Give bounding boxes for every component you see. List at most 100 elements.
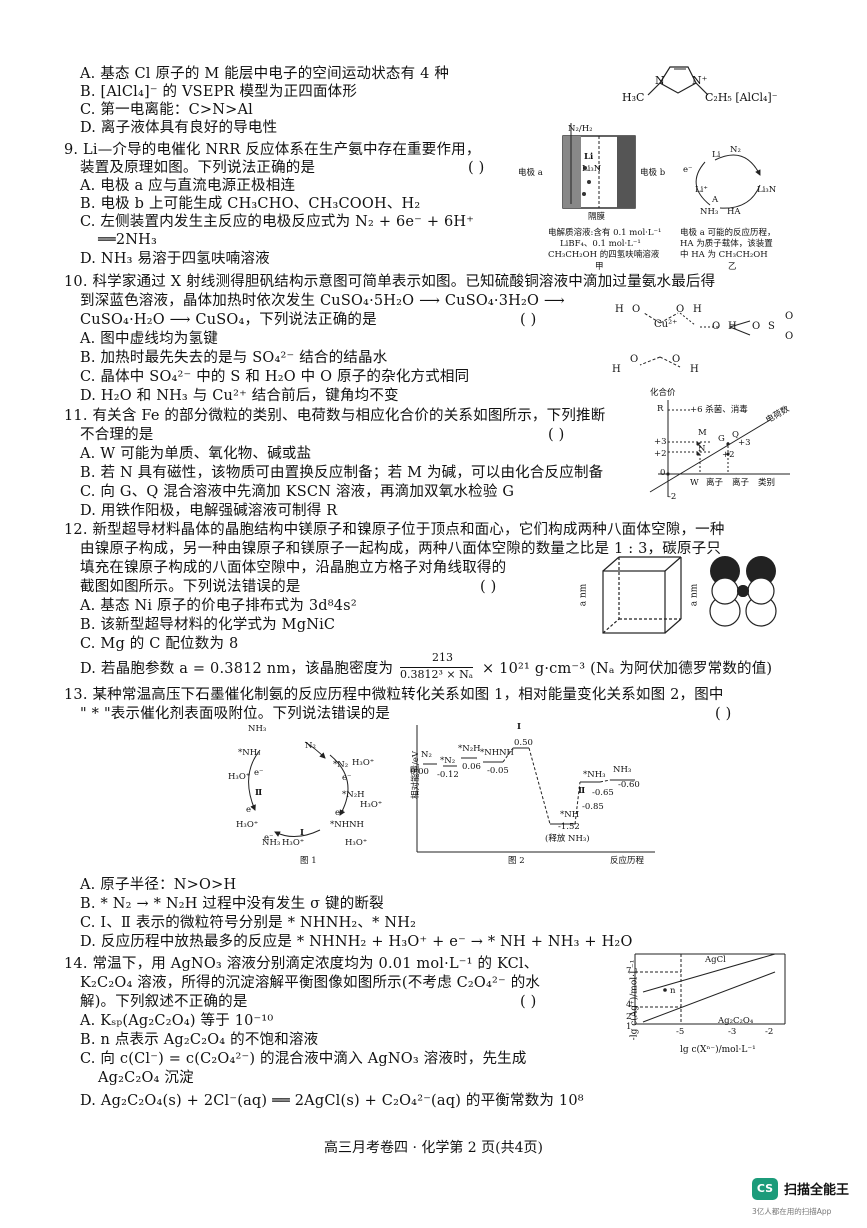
- q9-cycle-liplus: Li⁺: [695, 185, 708, 195]
- q9-cycle-e: e⁻: [683, 165, 693, 175]
- q9-cycle-n2: N₂: [730, 145, 741, 155]
- q11-valence-chart: [649, 400, 790, 497]
- q12-fig-a-cube: a nm: [578, 583, 589, 607]
- q9-cycle-a: A: [712, 195, 719, 205]
- q9-answer-paren: ( ): [468, 160, 485, 176]
- q13-f1-e-4: e⁻: [335, 808, 345, 818]
- q13-f2-v8: -0.65: [592, 788, 614, 798]
- q8-option-d: D. 离子液体具有良好的导电性: [80, 120, 278, 136]
- q13-f2-n2: N₂: [421, 750, 432, 760]
- q14-option-c-2: Ag₂C₂O₄ 沉淀: [98, 1070, 194, 1086]
- q9-cycle-li: Li: [712, 150, 721, 160]
- q10-option-c: C. 晶体中 SO₄²⁻ 中的 S 和 H₂O 中 O 原子的杂化方式相同: [80, 369, 470, 385]
- q13-f1-h3o-6: H₃O⁺: [345, 838, 368, 848]
- q11-stem-2: 不合理的是: [80, 427, 154, 443]
- q14-fig-xm2: -2: [765, 1027, 774, 1037]
- q9-electrolysis-cell: [562, 123, 636, 209]
- q13-figure-2-energy-chart: [416, 725, 655, 853]
- q13-f2-release: (释放 NH₃): [545, 834, 590, 844]
- q13-figure-2-label: 图 2: [508, 856, 525, 866]
- q9-cycle-diagram: [695, 154, 761, 209]
- q12-stem-2: 由镍原子构成，另一种由镍原子和镁原子一起构成，两种八面体空隙的数量之比是 1 :…: [80, 541, 722, 557]
- q10-fig-o6: O: [752, 321, 761, 332]
- camscanner-watermark: CS 扫描全能王 3亿人都在用的扫描App: [752, 1176, 862, 1222]
- q10-fig-o4: O: [672, 354, 681, 365]
- q13-f1-e-1: e⁻: [254, 768, 264, 778]
- q14-fig-y2: 2: [626, 1012, 632, 1022]
- q14-option-b: B. n 点表示 Ag₂C₂O₄ 的不饱和溶液: [80, 1032, 319, 1048]
- q8-ionic-liquid-structure: [647, 66, 709, 96]
- q10-fig-h4: H: [690, 364, 699, 375]
- q9-fig-electrode-a: 电极 a: [518, 168, 543, 178]
- q9-option-c-1: C. 左侧装置内发生主反应的电极反应式为 N₂ + 6e⁻ + 6H⁺: [80, 214, 475, 230]
- q13-option-a: A. 原子半径：N>O>H: [80, 877, 237, 893]
- q10-fig-o8: O: [785, 331, 794, 342]
- q13-option-c: C. Ⅰ、Ⅱ 表示的微粒符号分别是 * NHNH₂、* NH₂: [80, 915, 417, 931]
- q9-cycle-caption-2: HA 为质子载体，该装置: [680, 239, 773, 249]
- q14-fig-xm3: -3: [728, 1027, 737, 1037]
- q9-cycle-li3n: Li₃N: [757, 185, 777, 195]
- q13-f2-v6: -1.52: [558, 822, 580, 832]
- q13-f2-sn2h: *N₂H: [458, 744, 481, 754]
- q8-option-b: B. [AlCl₄]⁻ 的 VSEPR 模型为正四面体形: [80, 84, 358, 100]
- q13-f1-sn2h: *N₂H: [342, 790, 365, 800]
- q14-answer-paren: ( ): [520, 994, 537, 1010]
- q10-answer-paren: ( ): [520, 312, 537, 328]
- q9-fig-li: Li: [584, 152, 594, 162]
- q13-f2-sn2: *N₂: [440, 756, 456, 766]
- q13-f2-snh: *NH: [560, 810, 580, 820]
- q10-stem-2: 到深蓝色溶液，晶体加热时依次发生 CuSO₄·5H₂O ⟶ CuSO₄·3H₂O…: [80, 293, 565, 309]
- q13-f1-nh3-top: NH₃: [248, 724, 267, 734]
- q13-f1-e-2: e⁻: [342, 773, 352, 783]
- q13-f1-label-i: Ⅰ: [300, 828, 304, 838]
- q13-f1-h3o-1: H₃O⁺: [352, 758, 375, 768]
- q12-stem-1: 12. 新型超导材料晶体的晶胞结构中镁原子和镍原子位于顶点和面心，它们构成两种八…: [64, 522, 725, 538]
- q11-fig-p3b: +3: [738, 438, 751, 448]
- q9-option-b: B. 电极 b 上可能生成 CH₃CHO、CH₃COOH、H₂: [80, 196, 421, 212]
- q13-f2-label-i: Ⅰ: [517, 722, 521, 732]
- q9-cycle-ha: HA: [727, 207, 741, 217]
- q10-stem-1: 10. 科学家通过 X 射线测得胆矾结构示意图可简单表示如图。已知硫酸铜溶液中滴…: [64, 274, 716, 290]
- q10-fig-cu: Cu²⁺: [654, 319, 678, 330]
- q9-cycle-caption-1: 电极 a 可能的反应历程，: [680, 228, 776, 238]
- q12-stem-3: 填充在镍原子构成的八面体空隙中，沿晶胞立方格子对角线取得的: [80, 560, 507, 576]
- q11-fig-m: M: [698, 428, 707, 438]
- q10-option-a: A. 图中虚线均为氢键: [80, 331, 218, 347]
- q11-fig-n: N: [698, 444, 706, 454]
- q9-fig-top: N₂/H₂: [568, 124, 593, 134]
- q10-fig-h1: H: [615, 304, 624, 315]
- q11-fig-zero: 0: [660, 468, 666, 478]
- q8-fig-right: C₂H₅ [AlCl₄]⁻: [705, 91, 778, 104]
- q11-option-d: D. 用铁作阳极，电解强碱溶液可制得 R: [80, 503, 338, 519]
- q10-stem-3: CuSO₄·H₂O ⟶ CuSO₄，下列说法正确的是: [80, 312, 377, 328]
- q12-section-figure: [709, 556, 777, 627]
- q9-fig-jia: 甲: [595, 262, 604, 272]
- q14-fig-y4: 4: [626, 1000, 632, 1010]
- q14-option-c-1: C. 向 c(Cl⁻) = c(C₂O₄²⁻) 的混合液中滴入 AgNO₃ 溶液…: [80, 1051, 527, 1067]
- q13-f2-v3: 0.06: [462, 762, 481, 772]
- q13-f1-sn2: *N₂: [333, 760, 349, 770]
- q10-fig-h3: H: [612, 364, 621, 375]
- q13-f1-nh3-bottom: NH₃: [262, 838, 281, 848]
- q13-f1-h3o-3: H₃O⁺: [360, 800, 383, 810]
- q10-fig-o5: O: [712, 321, 721, 332]
- q11-option-b: B. 若 N 具有磁性，该物质可由置换反应制备；若 M 为碱，可以由化合反应制备: [80, 465, 604, 481]
- q8-fig-n2: N⁺: [692, 74, 708, 87]
- q13-stem-2: " * "表示催化剂表面吸附位。下列说法错误的是: [80, 706, 391, 722]
- q13-f2-v9: -0.60: [618, 780, 640, 790]
- q14-stem-3: 解)。下列叙述不正确的是: [80, 994, 248, 1010]
- q10-fig-h2: H: [693, 304, 702, 315]
- q11-stem-1: 11. 有关含 Fe 的部分微粒的类别、电荷数与相应化合价的关系如图所示，下列推…: [64, 408, 606, 424]
- q12-option-c: C. Mg 的 C 配位数为 8: [80, 636, 239, 652]
- q9-fig-caption-2: LiBF₄、0.1 mol·L⁻¹: [560, 239, 641, 249]
- q11-fig-g: G: [718, 434, 725, 444]
- q11-fig-q: Q: [732, 430, 739, 440]
- q11-answer-paren: ( ): [548, 427, 565, 443]
- q10-fig-o7: O: [785, 311, 794, 322]
- q11-fig-r: R: [657, 404, 664, 414]
- q9-cycle-nh3: NH₃: [700, 207, 719, 217]
- q11-fig-w: W: [690, 478, 699, 488]
- q11-option-c: C. 向 G、Q 混合溶液中先滴加 KSCN 溶液，再滴加双氧水检验 G: [80, 484, 515, 500]
- q9-option-a: A. 电极 a 应与直流电源正极相连: [80, 178, 296, 194]
- q14-fig-agcl: AgCl: [705, 955, 726, 965]
